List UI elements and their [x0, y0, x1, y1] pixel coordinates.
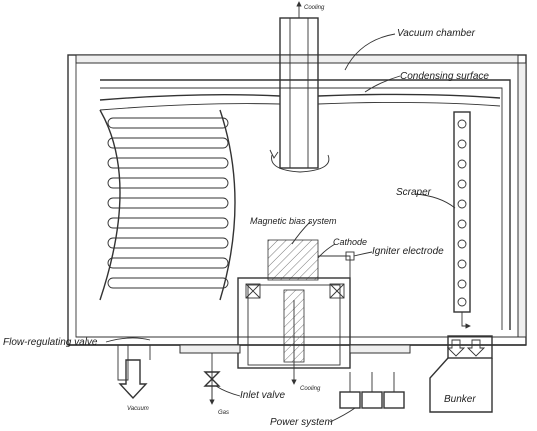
label-vacuum-chamber: Vacuum chamber: [397, 28, 476, 39]
label-cooling-top: Cooling: [304, 5, 325, 11]
label-scraper: Scraper: [396, 187, 432, 198]
condensing-coil: [99, 109, 236, 301]
bunker: [429, 335, 493, 413]
label-inlet-valve: Inlet valve: [240, 390, 285, 401]
label-cooling-bottom: Cooling: [300, 386, 321, 392]
top-cooling-pipe: [99, 1, 501, 173]
label-bunker: Bunker: [444, 394, 476, 405]
power-system: [339, 372, 405, 409]
floor-flanges: [179, 344, 411, 354]
label-gas: Gas: [218, 410, 229, 416]
cathode-assembly: [237, 239, 355, 385]
leader-lines: [105, 33, 456, 423]
vacuum-outlet: [117, 345, 151, 400]
label-flow-regulating-valve: Flow-regulating valve: [3, 337, 98, 348]
inlet-valve: [203, 353, 221, 405]
label-power-system: Power system: [270, 417, 333, 428]
label-magnetic-bias-system: Magnetic bias system: [250, 216, 337, 226]
label-cathode: Cathode: [333, 237, 367, 247]
label-igniter-electrode: Igniter electrode: [372, 246, 444, 257]
scraper: [453, 111, 471, 329]
label-vacuum: Vacuum: [127, 406, 149, 412]
label-condensing-surface: Condensing surface: [400, 71, 489, 82]
